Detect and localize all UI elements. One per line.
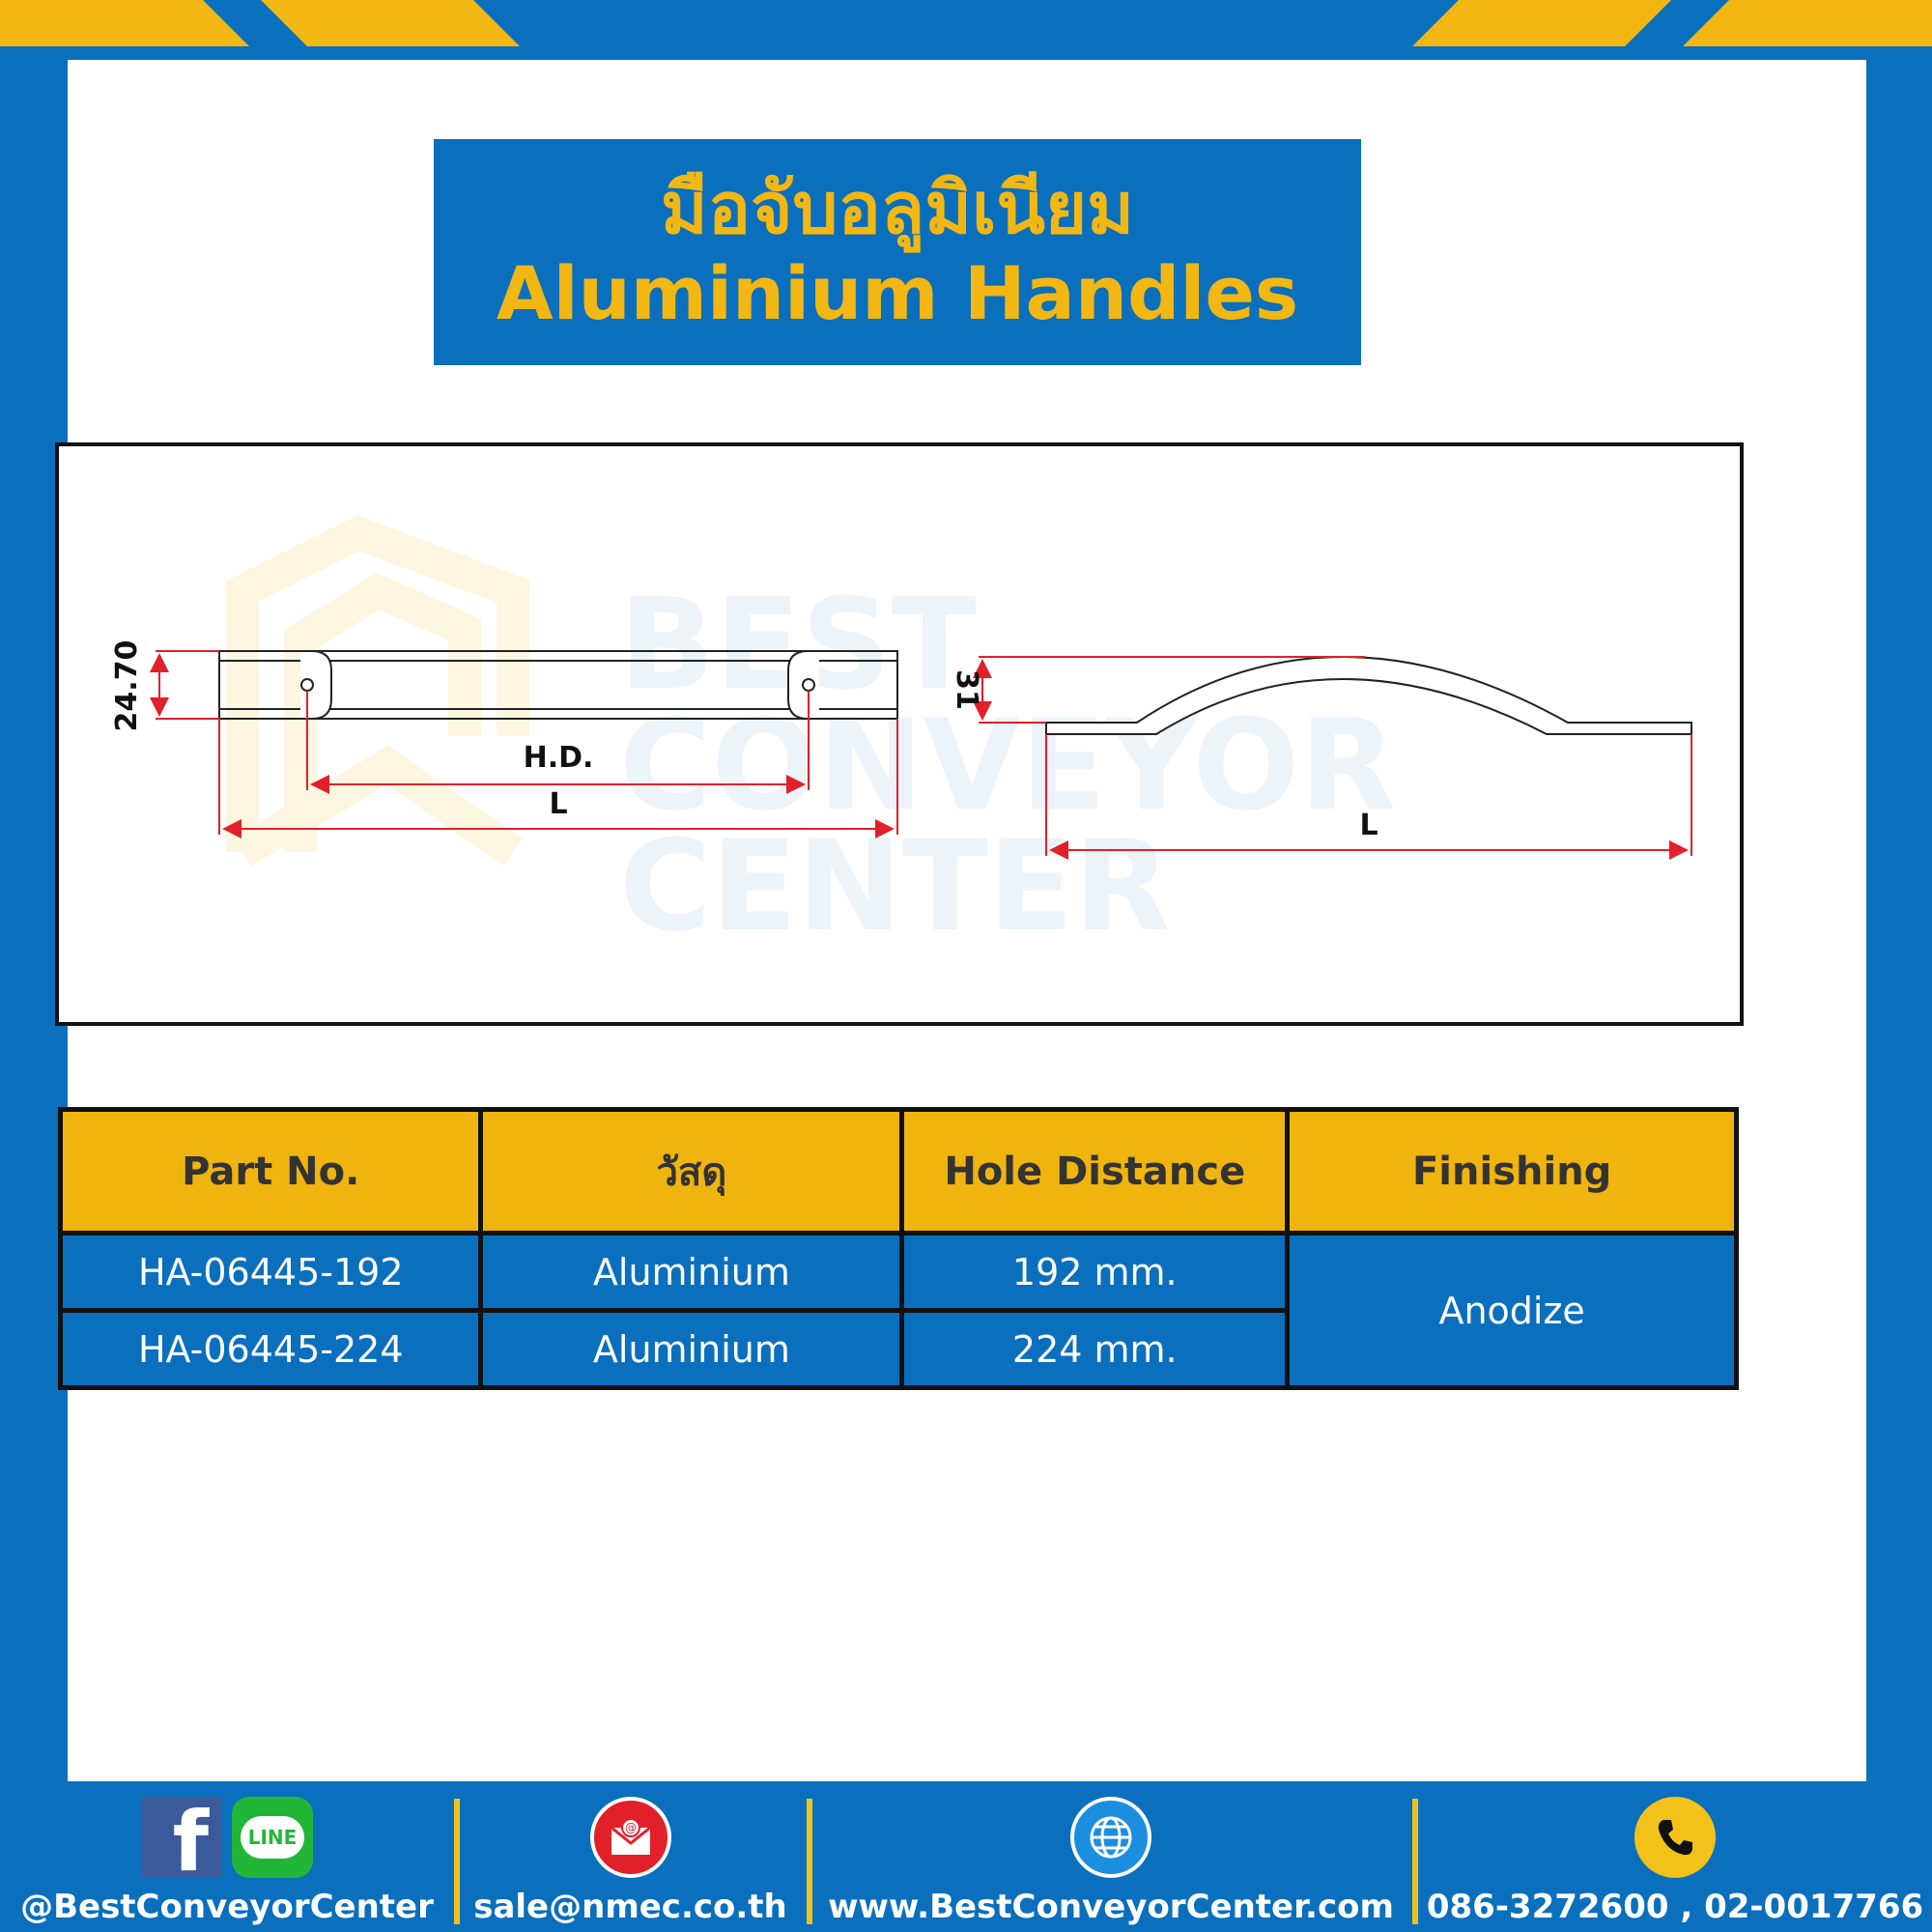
front-view (218, 650, 898, 720)
table-row: HA-06445-224 Aluminium 224 mm. (57, 1308, 1737, 1390)
footer-phone[interactable]: 086-3272600 , 02-0017766 (1426, 1783, 1924, 1932)
front-height-label: 24.70 (110, 640, 144, 732)
corner-stripes-right (1412, 0, 1932, 46)
globe-icon[interactable] (1070, 1797, 1151, 1878)
footer-social[interactable]: f LINE @BestConveyorCenter (19, 1783, 435, 1932)
watermark-text: BEST CONVEYOR CENTER (619, 571, 1396, 959)
email-address[interactable]: sale@nmec.co.th (473, 1888, 787, 1926)
drawing-svg: BEST CONVEYOR CENTER 24.70 (110, 515, 1692, 959)
front-length-label: L (549, 787, 567, 821)
header-part-no: Part No. (57, 1107, 484, 1236)
title-english: Aluminium Handles (496, 249, 1299, 336)
header-finishing: Finishing (1285, 1107, 1739, 1236)
cell-hole-distance: 192 mm. (899, 1231, 1291, 1313)
spec-table: Part No. วัสดุ Hole Distance Finishing H… (57, 1107, 1739, 1390)
header-hole-distance: Hole Distance (899, 1107, 1291, 1236)
title-banner: มือจับอลูมิเนียม Aluminium Handles (434, 139, 1361, 365)
footer-bar: f LINE @BestConveyorCenter @ sale@nmec.c… (0, 1783, 1932, 1932)
side-dimensions (973, 656, 1692, 860)
social-handle[interactable]: @BestConveyorCenter (20, 1888, 434, 1926)
table-row: HA-06445-192 Aluminium 192 mm. Anodize (57, 1231, 1739, 1390)
footer-email[interactable]: @ sale@nmec.co.th (473, 1783, 787, 1932)
watermark-line3: CENTER (619, 812, 1171, 959)
cell-part-no: HA-06445-192 (57, 1231, 484, 1313)
footer-divider (454, 1799, 460, 1924)
technical-drawing: BEST CONVEYOR CENTER 24.70 (55, 442, 1744, 1026)
title-thai: มือจับอลูมิเนียม (660, 167, 1135, 251)
side-height-label: 31 (950, 669, 983, 710)
footer-divider (1412, 1799, 1418, 1924)
table-header-row: Part No. วัสดุ Hole Distance Finishing (57, 1107, 1739, 1236)
line-icon[interactable]: LINE (232, 1797, 313, 1878)
footer-website[interactable]: www.BestConveyorCenter.com (826, 1783, 1396, 1932)
footer-divider (807, 1799, 812, 1924)
side-view (1045, 656, 1692, 735)
phone-numbers[interactable]: 086-3272600 , 02-0017766 (1426, 1888, 1924, 1926)
corner-stripes-left (0, 0, 520, 46)
facebook-icon[interactable]: f (141, 1797, 222, 1884)
svg-text:@: @ (625, 1821, 637, 1834)
website-url[interactable]: www.BestConveyorCenter.com (828, 1888, 1394, 1926)
phone-icon[interactable] (1634, 1797, 1716, 1878)
cell-hole-distance: 224 mm. (899, 1308, 1291, 1390)
side-length-label: L (1359, 809, 1378, 842)
header-material: วัสดุ (478, 1107, 905, 1236)
email-icon[interactable]: @ (589, 1797, 671, 1878)
cell-part-no: HA-06445-224 (57, 1308, 484, 1390)
watermark-logo (226, 515, 529, 867)
cell-material: Aluminium (478, 1308, 905, 1390)
watermark-line2: CONVEYOR (619, 692, 1396, 838)
hole-distance-label: H.D. (524, 741, 594, 775)
cell-material: Aluminium (478, 1231, 905, 1313)
front-dimensions (150, 650, 898, 838)
cell-finishing: Anodize (1285, 1231, 1739, 1390)
